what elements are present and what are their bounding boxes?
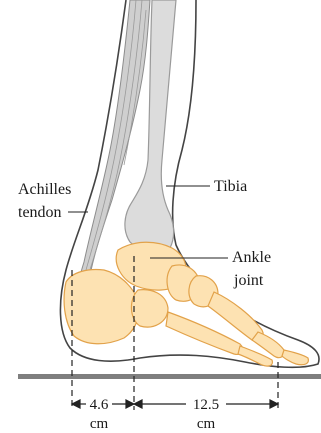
achilles-label-line2: tendon (18, 204, 62, 221)
ankle-ball-arrowhead-left (134, 400, 142, 408)
tibia-label: Tibia (214, 178, 247, 195)
phalanx-bone (282, 350, 308, 365)
ground-line (18, 374, 321, 379)
ankle-ball-value: 12.5 (193, 397, 219, 413)
ankle-ball-arrowhead-right (270, 400, 278, 408)
heel-ankle-arrowhead-left (72, 400, 80, 408)
achilles-label-line1: Achilles (18, 181, 71, 198)
ankle-label-line1: Ankle (232, 249, 271, 266)
heel-ankle-value: 4.6 (90, 397, 109, 413)
cuboid-bone (131, 290, 168, 327)
foot-bones (64, 242, 308, 366)
ankle-label-line2: joint (233, 272, 264, 289)
ankle-ball-unit: cm (197, 416, 216, 432)
heel-ankle-unit: cm (90, 416, 109, 432)
